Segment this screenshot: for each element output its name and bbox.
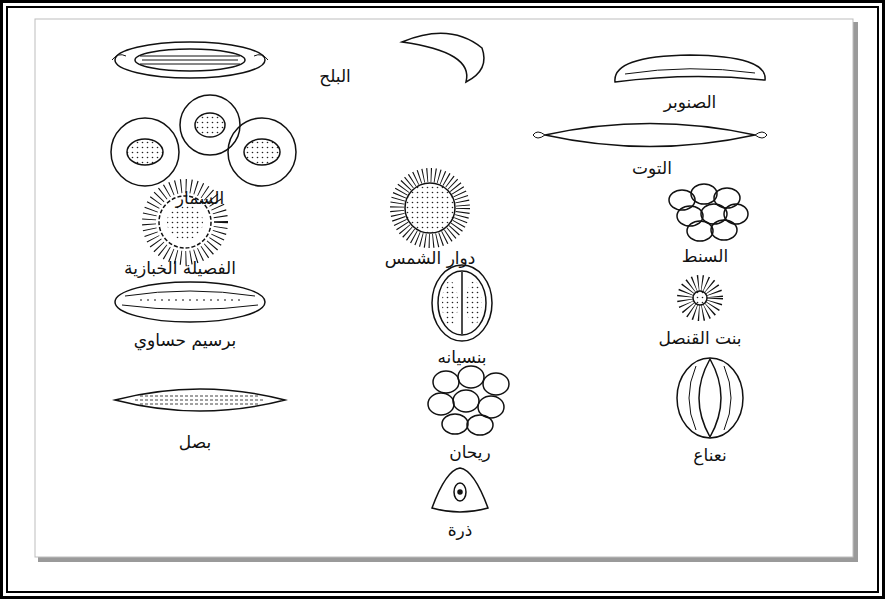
- pollen-grain: [677, 358, 743, 438]
- pollen-grain: [432, 265, 492, 341]
- pollen-label: ريحان: [449, 442, 491, 462]
- pollen-grain: [402, 33, 484, 82]
- pollen-grain: [669, 184, 748, 241]
- pollen-grain: [432, 468, 488, 512]
- pollen-label: البلح: [319, 66, 351, 86]
- pollen-label: بنسيانه: [437, 347, 486, 367]
- pollen-grain: [428, 366, 509, 435]
- pollen-grain: [115, 282, 265, 322]
- pollen-label: السمار: [176, 188, 224, 208]
- pollen-label: الفصيلة الخبازية: [124, 258, 236, 278]
- pollen-grain: [615, 55, 765, 82]
- pollen-grain: [397, 175, 463, 241]
- pollen-label: نعناع: [693, 445, 726, 465]
- pollen-label: دوار الشمس: [385, 248, 476, 268]
- pollen-label: برسيم حساوي: [134, 330, 237, 350]
- pollen-grain: [533, 124, 767, 147]
- pollen-label: بصل: [179, 432, 211, 452]
- pollen-grain: [111, 95, 296, 186]
- pollen-label: الصنوبر: [664, 92, 717, 112]
- pollen-grain: [115, 389, 285, 411]
- pollen-label: التوت: [632, 158, 672, 178]
- pollen-label: بنت القنصل: [658, 328, 741, 348]
- pollen-grain: [112, 42, 268, 78]
- pollen-label: السنط: [682, 246, 728, 266]
- pollen-label: ذرة: [448, 520, 473, 540]
- pollen-grain: [685, 283, 715, 313]
